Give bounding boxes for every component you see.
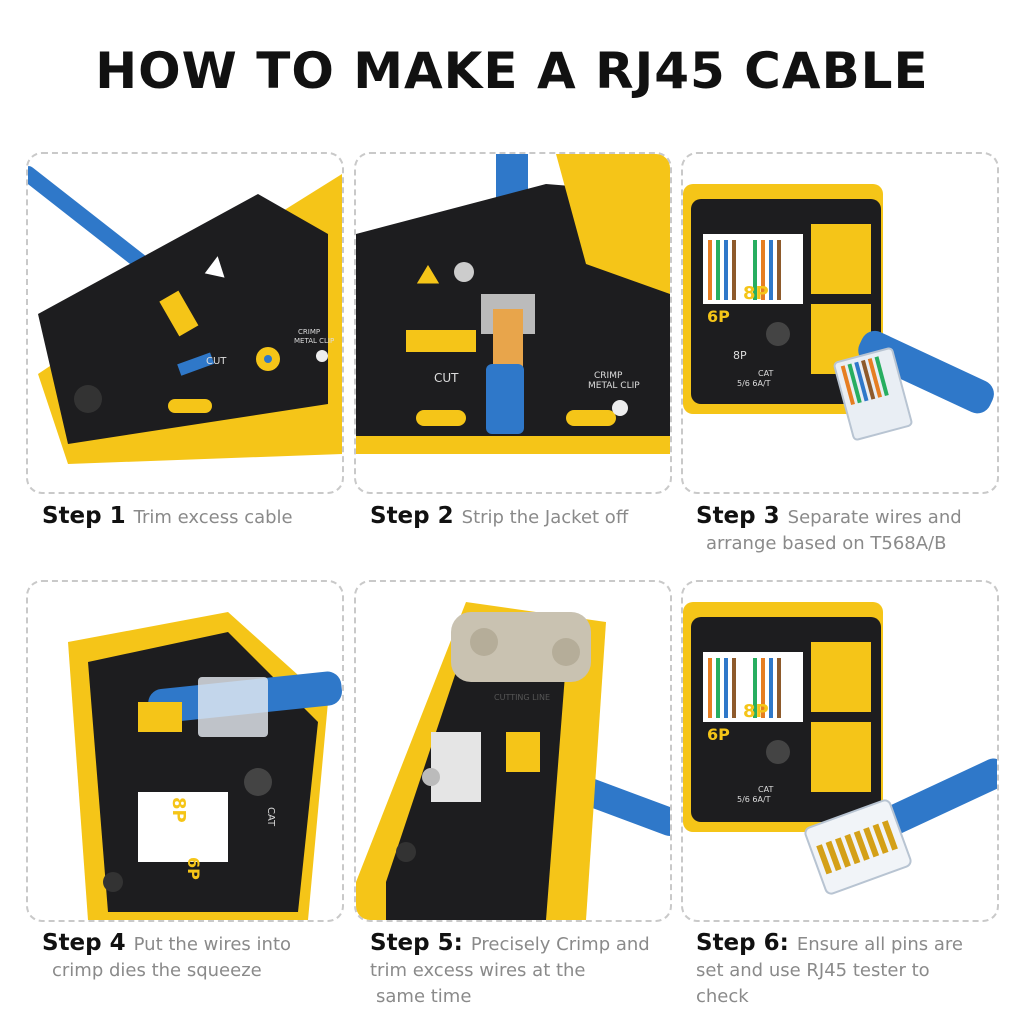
6p-label-4: 6P — [184, 857, 203, 880]
cat-vals: 5/6 6A/T — [737, 379, 771, 388]
step5-caption: Step 5: Precisely Crimp and trim excess w… — [370, 930, 675, 1010]
step1-text: Trim excess cable — [133, 507, 293, 528]
step4-label: Step 4 — [42, 930, 126, 956]
step6-caption: Step 6: Ensure all pins are set and use R… — [696, 930, 1006, 1010]
step6-image: 6P 8P CAT 5/6 6A/T — [681, 580, 999, 922]
page-title: HOW TO MAKE A RJ45 CABLE — [95, 42, 929, 100]
step6-label: Step 6: — [696, 930, 789, 956]
step3-text-2: arrange based on T568A/B — [706, 533, 947, 554]
step1-image: CUT CRIMP METAL CLIP — [26, 152, 344, 494]
6p-label-6: 6P — [707, 725, 730, 744]
step4-text-1: Put the wires into — [133, 934, 292, 955]
crimp-label-2: CRIMP — [594, 371, 623, 381]
8p-label-6: 8P — [743, 701, 769, 722]
step5-image: CUTTING LINE — [354, 580, 672, 922]
step4-caption: Step 4 Put the wires into crimp dies the … — [42, 930, 342, 984]
step3-label: Step 3 — [696, 503, 780, 529]
metal-clip-label: METAL CLIP — [294, 337, 334, 345]
cut-label: CUT — [206, 356, 227, 367]
8p-label-4: 8P — [168, 797, 189, 823]
step5-text-3: same time — [376, 986, 472, 1007]
cat-label-6: CAT — [758, 785, 773, 794]
step4-image: 8P 6P CAT — [26, 580, 344, 922]
cat-label-4: CAT — [265, 807, 276, 827]
step2-caption: Step 2 Strip the Jacket off — [370, 503, 670, 531]
step1-caption: Step 1 Trim excess cable — [42, 503, 342, 531]
cut-label-2: CUT — [434, 371, 459, 385]
cat-label: CAT — [758, 369, 773, 378]
metal-clip-label-2: METAL CLIP — [588, 381, 640, 391]
step5-text-2: trim excess wires at the — [370, 960, 586, 981]
step3-caption: Step 3 Separate wires and arrange based o… — [696, 503, 1006, 557]
step6-text-3: check — [696, 986, 749, 1007]
step1-label: Step 1 — [42, 503, 126, 529]
crimp-label: CRIMP — [298, 328, 320, 336]
8p-label-b: 8P — [733, 349, 747, 362]
6p-label: 6P — [707, 307, 730, 326]
step6-text-2: set and use RJ45 tester to — [696, 960, 930, 981]
step5-text-1: Precisely Crimp and — [470, 934, 650, 955]
cat-vals-6: 5/6 6A/T — [737, 795, 771, 804]
step6-text-1: Ensure all pins are — [796, 934, 964, 955]
step5-label: Step 5: — [370, 930, 463, 956]
cutting-line-label: CUTTING LINE — [494, 693, 550, 702]
step3-image: 8P 6P 8P CAT 5/6 6A/T — [681, 152, 999, 494]
step2-image: CUT CRIMP METAL CLIP — [354, 152, 672, 494]
step2-label: Step 2 — [370, 503, 454, 529]
8p-label: 8P — [743, 283, 769, 304]
step4-text-2: crimp dies the squeeze — [52, 960, 262, 981]
step3-text-1: Separate wires and — [787, 507, 962, 528]
step2-text: Strip the Jacket off — [461, 507, 629, 528]
